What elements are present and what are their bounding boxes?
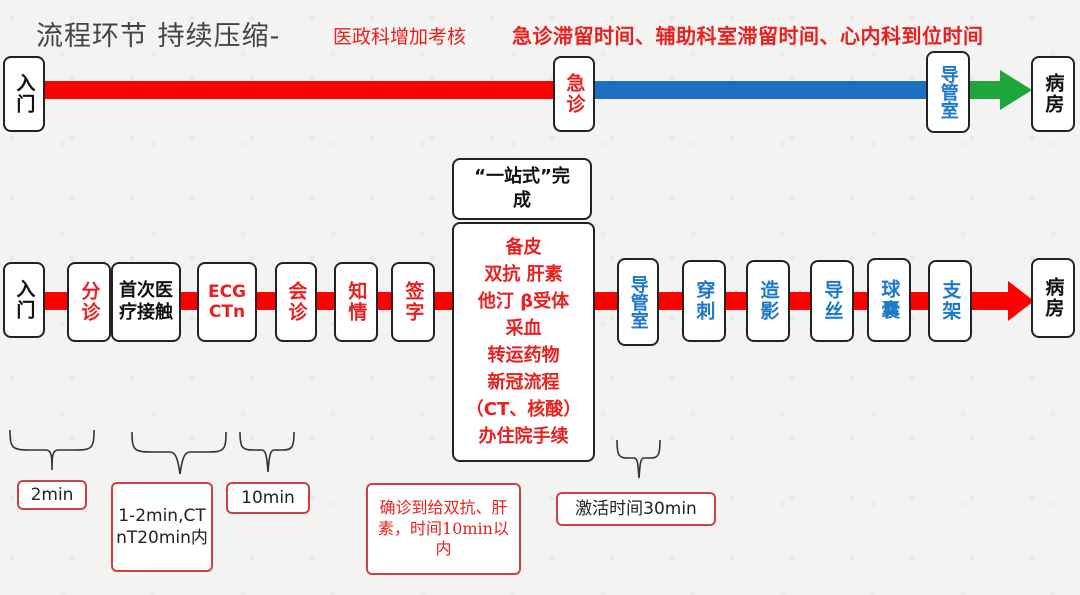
top-ward-label: 病房 [1042, 73, 1065, 115]
onestop-box: 备皮 双抗 肝素 他汀 β受体 采血 转运药物 新冠流程 （CT、核酸） 办住院… [452, 222, 595, 462]
step-first-contact: 首次医疗接触 [111, 262, 181, 342]
step-sign-label: 签字 [402, 281, 425, 323]
top-entry-node: 入门 [3, 56, 45, 132]
step-informed: 知情 [334, 262, 378, 342]
top-er-node: 急诊 [553, 56, 595, 132]
time-label-activation-text: 激活时间30min [575, 498, 697, 519]
time-label-ctn: 1-2min,CTnT20min内 [111, 482, 213, 572]
step-stent-label: 支架 [939, 280, 962, 322]
onestop-item: 转运药物 [487, 345, 560, 366]
step-puncture-label: 穿刺 [693, 280, 716, 322]
bottom-ward-node: 病房 [1031, 258, 1075, 338]
step-triage-label: 分诊 [78, 281, 101, 323]
bottom-entry-label: 入门 [13, 279, 36, 321]
step-cath-lab: 导管室 [617, 258, 659, 346]
top-bar-green [968, 81, 1000, 99]
onestop-item: 他汀 β受体 [477, 291, 570, 312]
onestop-item: 办住院手续 [478, 426, 569, 447]
page-title: 流程环节 持续压缩- [36, 21, 281, 52]
title-note: 医政科增加考核 [333, 26, 467, 48]
step-first-contact-label: 首次医疗接触 [119, 280, 173, 323]
time-label-activation: 激活时间30min [556, 492, 716, 526]
time-label-ctn-text: 1-2min,CTnT20min内 [116, 505, 208, 548]
onestop-header: “一站式”完成 [452, 158, 592, 220]
step-stent: 支架 [928, 260, 972, 342]
time-label-antiplatelet-text: 确诊到给双抗、肝素，时间10min以内 [378, 497, 509, 559]
top-bar-blue [594, 81, 928, 99]
step-guidewire-label: 导丝 [821, 280, 844, 322]
step-triage: 分诊 [67, 262, 111, 342]
brace-1 [9, 429, 95, 471]
top-cath-node: 导管室 [926, 51, 970, 133]
brace-2 [131, 431, 227, 475]
step-cath-lab-label: 导管室 [627, 275, 649, 329]
brace-4 [616, 439, 661, 479]
onestop-item: 新冠流程 [487, 372, 560, 393]
brace-3 [239, 431, 295, 473]
top-bar-red [44, 81, 556, 99]
onestop-item: 采血 [505, 318, 542, 339]
title-metrics: 急诊滞留时间、辅助科室滞留时间、心内科到位时间 [512, 24, 984, 48]
top-ward-node: 病房 [1031, 56, 1075, 132]
step-consult: 会诊 [275, 262, 317, 342]
onestop-item: （CT、核酸） [465, 399, 582, 420]
step-informed-label: 知情 [345, 281, 368, 323]
onestop-item: 备皮 [505, 237, 542, 258]
step-angiography: 造影 [746, 260, 790, 342]
step-angiography-label: 造影 [757, 280, 780, 322]
onestop-header-label: “一站式”完成 [474, 165, 570, 211]
step-guidewire: 导丝 [810, 260, 854, 342]
step-ecg-ctn-label: ECG CTn [207, 281, 247, 322]
top-er-label: 急诊 [563, 73, 586, 115]
bottom-entry-node: 入门 [3, 262, 45, 338]
time-label-10min-text: 10min [241, 487, 295, 508]
time-label-antiplatelet: 确诊到给双抗、肝素，时间10min以内 [366, 483, 521, 575]
step-ecg-ctn: ECG CTn [197, 262, 257, 342]
step-balloon-label: 球囊 [878, 279, 901, 321]
time-label-2min-text: 2min [30, 484, 74, 505]
top-cath-label: 导管室 [937, 65, 959, 119]
time-label-2min: 2min [17, 480, 87, 510]
bottom-ward-label: 病房 [1042, 277, 1065, 319]
onestop-item: 双抗 肝素 [484, 264, 563, 285]
step-puncture: 穿刺 [682, 260, 726, 342]
step-balloon: 球囊 [867, 258, 911, 342]
step-sign: 签字 [391, 262, 435, 342]
top-entry-label: 入门 [13, 73, 36, 115]
step-consult-label: 会诊 [285, 281, 308, 323]
time-label-10min: 10min [226, 482, 310, 514]
